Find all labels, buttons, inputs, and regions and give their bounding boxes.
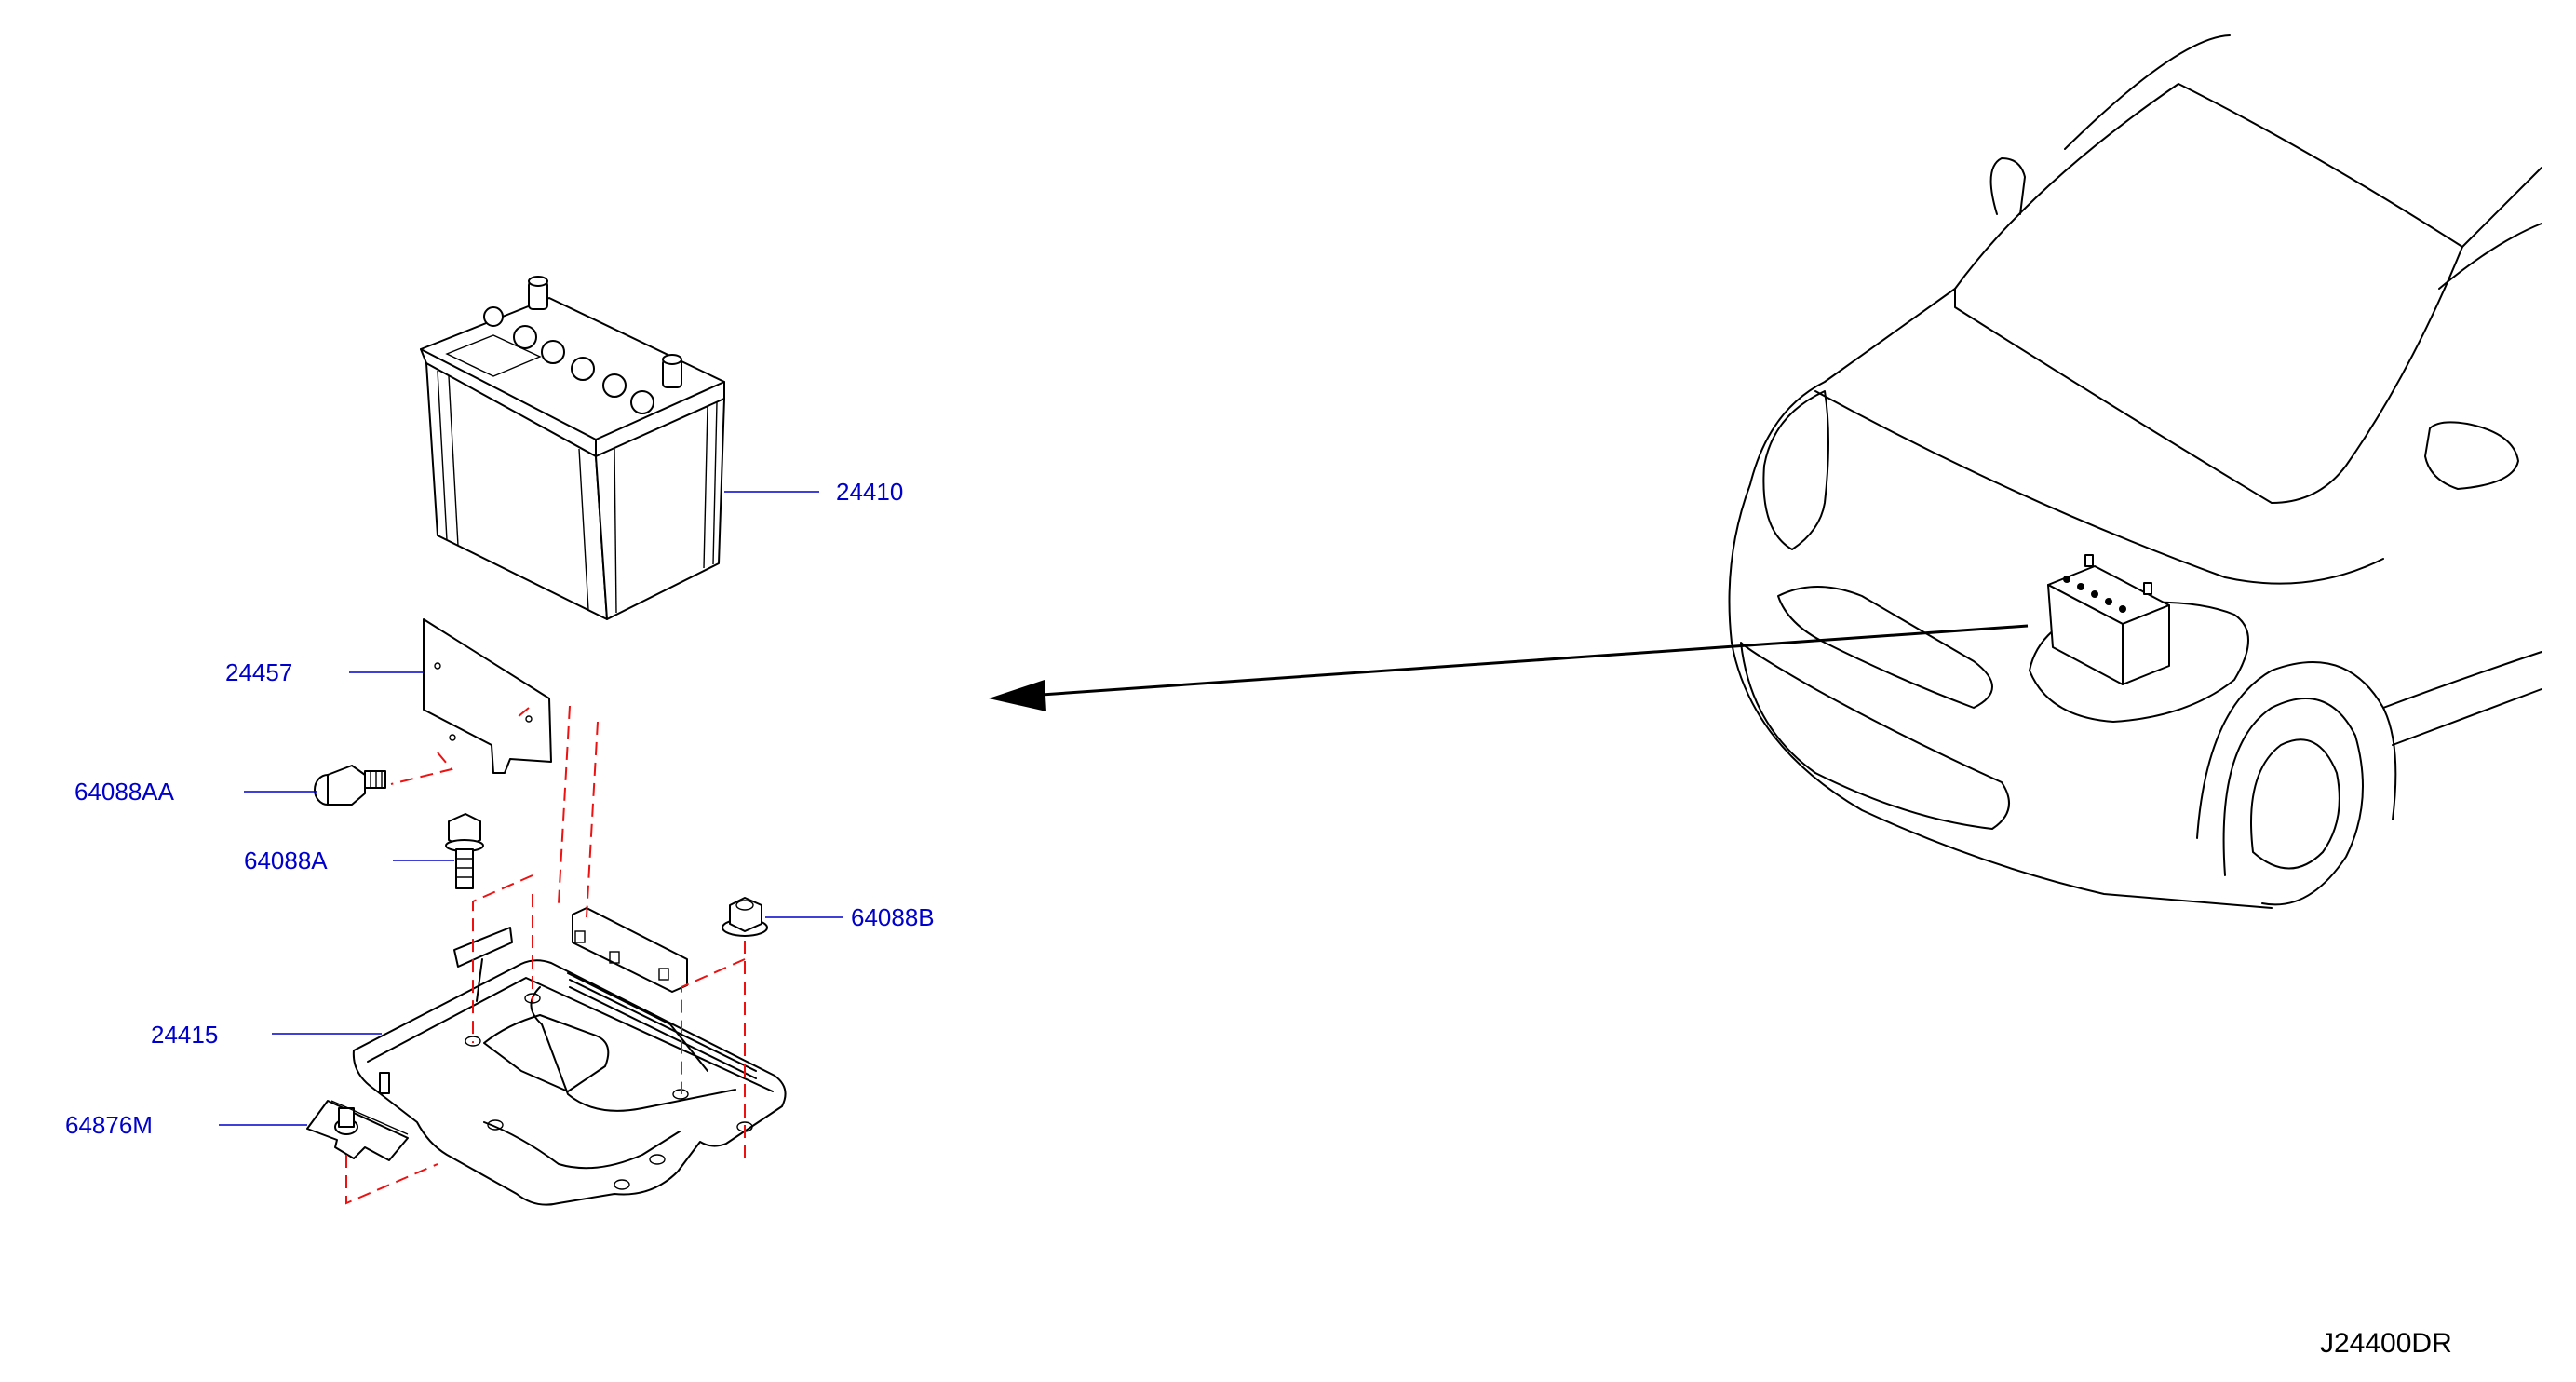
callout-24457[interactable]: 24457 [225,658,292,686]
assembly-guide-lines [345,705,746,1205]
callout-24410[interactable]: 24410 [836,478,903,506]
callout-64088B[interactable]: 64088B [851,903,935,931]
drawing-code: J24400DR [2320,1328,2452,1359]
callout-64088A[interactable]: 64088A [244,847,328,874]
callout-64088AA[interactable]: 64088AA [74,778,175,806]
bolt-part-64088AA[interactable] [314,765,386,806]
clip-part-64876M[interactable] [306,1100,409,1161]
battery-cell-caps [483,306,654,414]
small-battery-icon [2047,554,2170,685]
battery-part-24410[interactable] [420,276,725,620]
bolt-part-64088A[interactable] [445,813,484,889]
nut-part-64088B[interactable] [722,897,768,937]
vehicle-location-view [1728,34,2542,909]
plate-part-24457[interactable] [423,618,552,774]
callout-24415[interactable]: 24415 [151,1021,218,1049]
location-arrow [989,624,2029,711]
callout-64876M[interactable]: 64876M [65,1111,153,1139]
battery-terminals [528,276,682,388]
tray-part-24415[interactable] [352,907,787,1206]
